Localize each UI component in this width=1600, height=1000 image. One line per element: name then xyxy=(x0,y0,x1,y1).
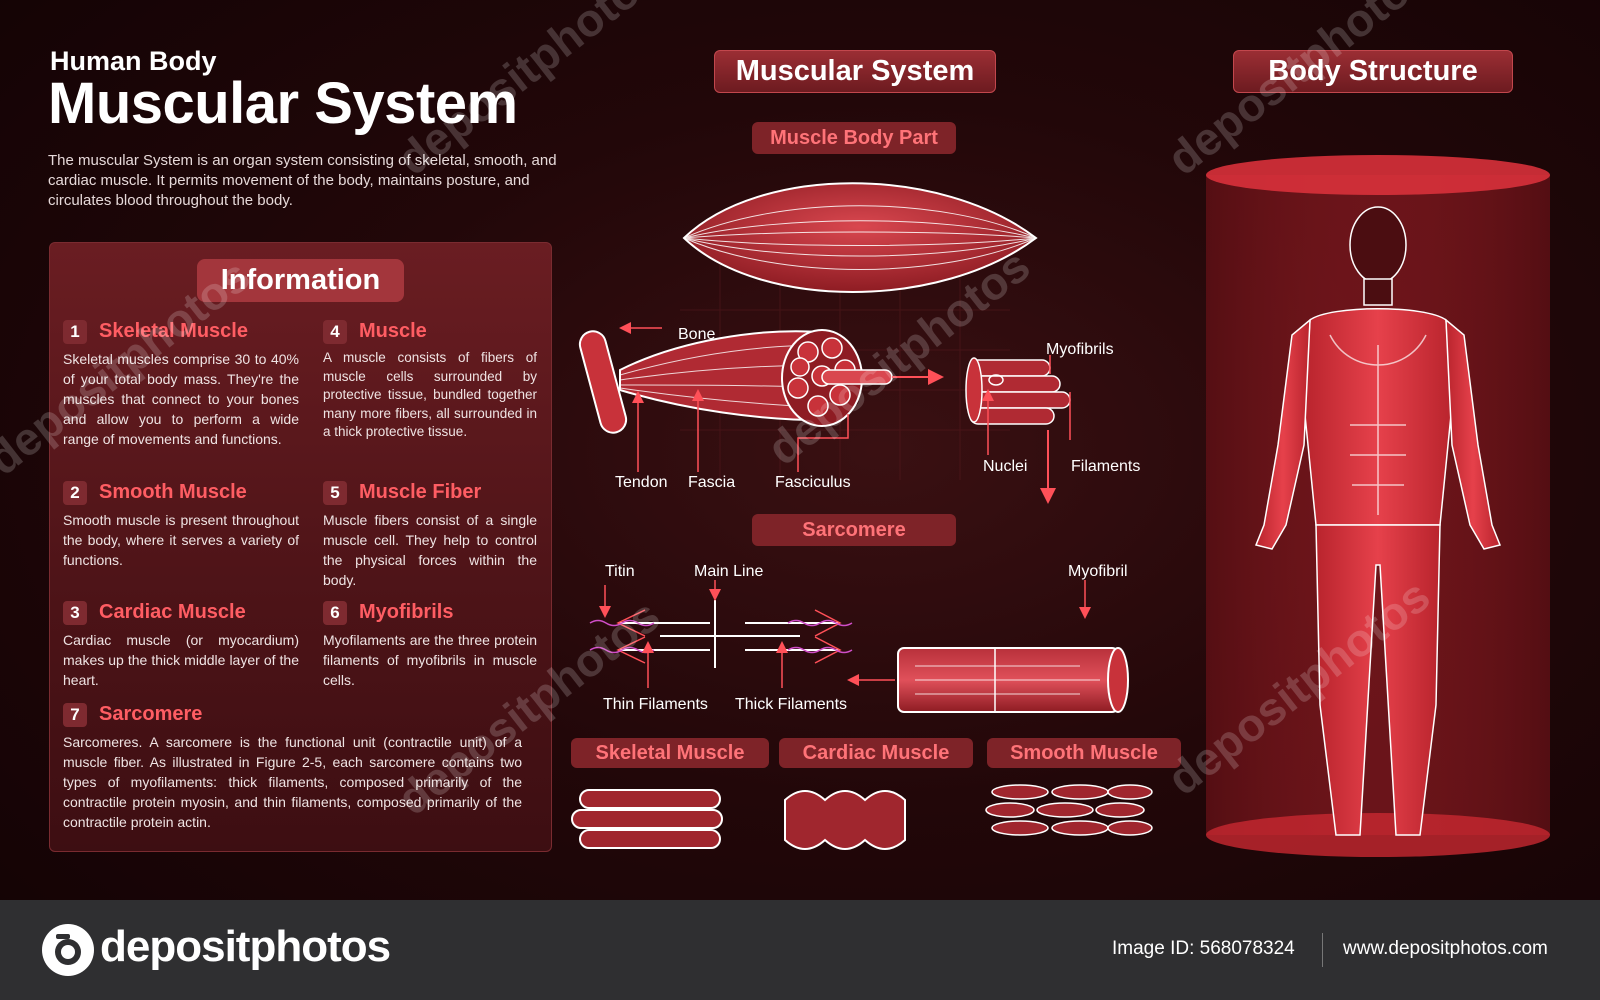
muscle-spindle xyxy=(682,182,1038,293)
item-description: Sarcomeres. A sarcomere is the functiona… xyxy=(63,734,522,830)
item-number: 4 xyxy=(323,320,347,344)
item-number: 3 xyxy=(63,601,87,625)
information-panel xyxy=(49,242,552,852)
image-id: Image ID: 568078324 xyxy=(1112,938,1295,959)
item-title: Sarcomere xyxy=(99,703,203,725)
smooth-muscle-heading: Smooth Muscle xyxy=(987,738,1181,768)
item-number: 5 xyxy=(323,481,347,505)
item-number: 7 xyxy=(63,703,87,727)
site-url[interactable]: www.depositphotos.com xyxy=(1343,938,1548,959)
muscle-anatomy xyxy=(578,329,893,434)
label-thin-filaments: Thin Filaments xyxy=(603,696,708,713)
item-title: Skeletal Muscle xyxy=(99,320,248,342)
myofibrils-bundle xyxy=(965,357,1071,425)
page-title: Muscular System xyxy=(48,71,518,136)
item-title: Smooth Muscle xyxy=(99,481,247,503)
label-main-line: Main Line xyxy=(694,563,764,580)
item-title: Muscle xyxy=(359,320,427,342)
label-myofibril: Myofibril xyxy=(1068,563,1128,580)
footer-divider xyxy=(1322,933,1323,967)
muscle-body-part-heading: Muscle Body Part xyxy=(752,122,956,154)
label-fasciculus: Fasciculus xyxy=(775,474,851,491)
item-description: Cardiac muscle (or myocardium) makes up … xyxy=(63,632,299,688)
cardiac-muscle-heading: Cardiac Muscle xyxy=(779,738,973,768)
information-heading: Information xyxy=(197,259,404,302)
footer-bar xyxy=(0,900,1600,1000)
body-structure-heading: Body Structure xyxy=(1233,50,1513,93)
item-description: Skeletal muscles comprise 30 to 40% of y… xyxy=(63,351,299,447)
label-thick-filaments: Thick Filaments xyxy=(735,696,848,713)
sarcomere-drawing xyxy=(589,580,1091,688)
skeletal-muscle-heading: Skeletal Muscle xyxy=(571,738,769,768)
label-tendon: Tendon xyxy=(615,474,668,491)
item-number: 1 xyxy=(63,320,87,344)
human-figure xyxy=(1254,206,1502,836)
myofibril-cylinder xyxy=(897,647,1129,713)
item-description: Myofilaments are the three protein filam… xyxy=(323,632,537,688)
camera-logo-icon xyxy=(42,924,94,976)
sarcomere-heading: Sarcomere xyxy=(752,514,956,546)
muscular-system-heading: Muscular System xyxy=(714,50,996,93)
body-structure-figure xyxy=(1206,155,1550,857)
item-title: Myofibrils xyxy=(359,601,454,623)
item-description: A muscle consists of fibers of muscle ce… xyxy=(323,350,537,439)
smooth-tissue xyxy=(985,784,1153,836)
item-title: Cardiac Muscle xyxy=(99,601,246,623)
label-fascia: Fascia xyxy=(688,474,736,491)
item-title: Muscle Fiber xyxy=(359,481,482,503)
item-description: Smooth muscle is present throughout the … xyxy=(63,512,299,568)
brand-logo-text: depositphotos xyxy=(100,922,391,971)
muscle-diagram xyxy=(571,182,1153,850)
label-myofibrils: Myofibrils xyxy=(1046,341,1114,358)
skeletal-tissue xyxy=(571,789,723,849)
subtitle: Human Body xyxy=(50,46,217,76)
intro-text: The muscular System is an organ system c… xyxy=(48,152,557,209)
item-number: 6 xyxy=(323,601,347,625)
label-titin: Titin xyxy=(605,563,635,580)
label-nuclei: Nuclei xyxy=(983,458,1028,475)
label-bone: Bone xyxy=(678,326,716,343)
label-filaments: Filaments xyxy=(1071,458,1141,475)
item-number: 2 xyxy=(63,481,87,505)
cardiac-tissue xyxy=(784,790,906,850)
item-description: Muscle fibers consist of a single muscle… xyxy=(323,512,537,588)
